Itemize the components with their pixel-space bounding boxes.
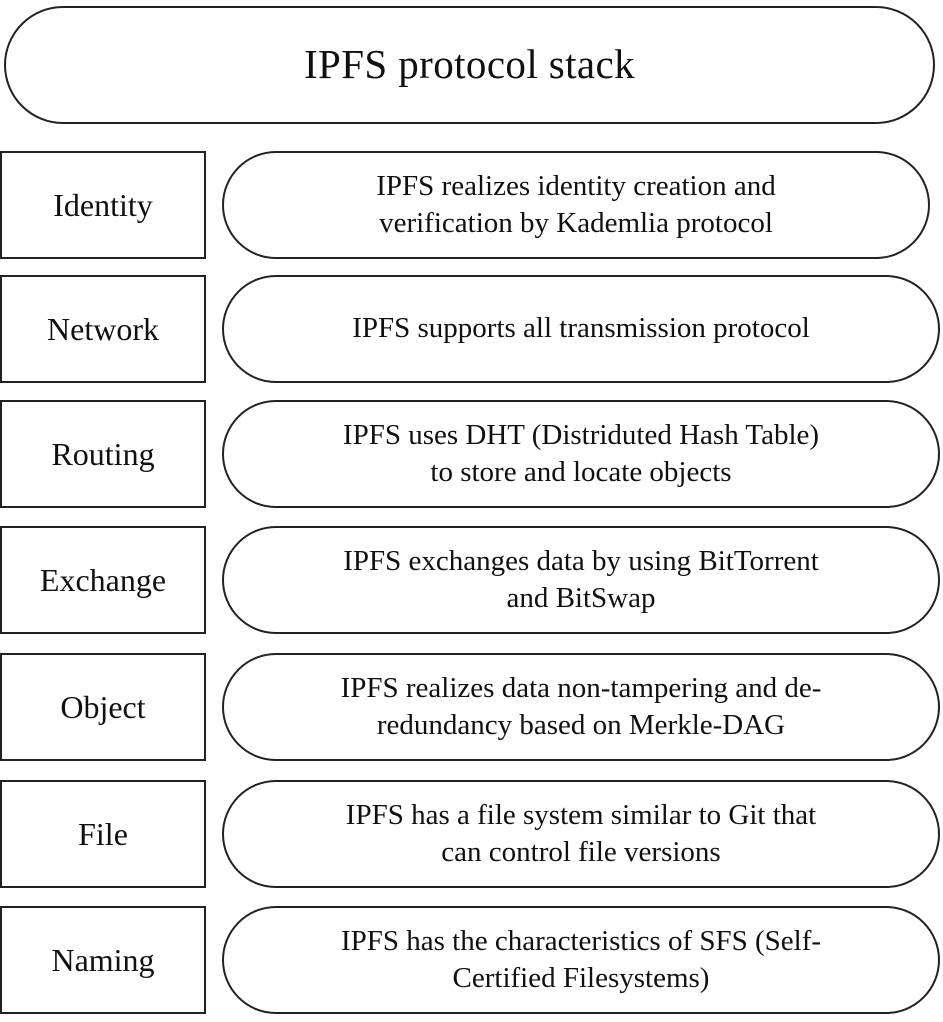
layer-description-box-network[interactable]: IPFS supports all transmission protocol	[222, 275, 940, 383]
layer-name-box-network[interactable]: Network	[0, 275, 206, 383]
layer-description-naming: IPFS has the characteristics of SFS (Sel…	[341, 923, 821, 997]
description-line: IPFS supports all transmission protocol	[352, 312, 810, 345]
layer-name-identity: Identity	[53, 186, 153, 223]
description-line: IPFS exchanges data by using BitTorrent	[343, 544, 819, 577]
layer-row-network: Network IPFS supports all transmission p…	[0, 275, 943, 383]
layer-name-file: File	[78, 815, 128, 852]
description-line: and BitSwap	[506, 582, 656, 614]
layer-row-object: Object IPFS realizes data non-tampering …	[0, 653, 943, 761]
layer-description-box-identity[interactable]: IPFS realizes identity creation and veri…	[222, 151, 930, 259]
layer-name-exchange: Exchange	[39, 561, 167, 598]
layer-name-routing: Routing	[51, 435, 155, 472]
layer-name-box-object[interactable]: Object	[0, 653, 206, 761]
layer-name-box-exchange[interactable]: Exchange	[0, 526, 206, 634]
description-line: to store and locate objects	[430, 456, 732, 488]
layer-row-identity: Identity IPFS realizes identity creation…	[0, 151, 943, 259]
description-line: verification by Kademlia protocol	[379, 207, 773, 239]
layer-name-box-routing[interactable]: Routing	[0, 400, 206, 508]
layer-description-routing: IPFS uses DHT (Distriduted Hash Table) t…	[343, 417, 819, 491]
layer-name-network: Network	[47, 310, 159, 347]
description-line: IPFS has a file system similar to Git th…	[345, 798, 817, 831]
layer-description-box-object[interactable]: IPFS realizes data non-tampering and de-…	[222, 653, 940, 761]
layer-description-box-exchange[interactable]: IPFS exchanges data by using BitTorrent …	[222, 526, 940, 634]
description-line: Certified Filesystems)	[452, 962, 710, 994]
layer-description-box-naming[interactable]: IPFS has the characteristics of SFS (Sel…	[222, 906, 940, 1014]
layer-row-routing: Routing IPFS uses DHT (Distriduted Hash …	[0, 400, 943, 508]
layer-row-file: File IPFS has a file system similar to G…	[0, 780, 943, 888]
layer-row-exchange: Exchange IPFS exchanges data by using Bi…	[0, 526, 943, 634]
description-line: redundancy based on Merkle-DAG	[376, 709, 786, 741]
layer-description-box-file[interactable]: IPFS has a file system similar to Git th…	[222, 780, 940, 888]
layer-description-box-routing[interactable]: IPFS uses DHT (Distriduted Hash Table) t…	[222, 400, 940, 508]
layer-name-object: Object	[60, 688, 146, 725]
description-line: IPFS has the characteristics of SFS (Sel…	[340, 924, 822, 957]
description-line: can control file versions	[441, 836, 721, 868]
description-line: IPFS uses DHT (Distriduted Hash Table)	[342, 418, 820, 451]
description-line: IPFS realizes data non-tampering and de-	[340, 671, 822, 704]
layer-name-box-file[interactable]: File	[0, 780, 206, 888]
layer-name-box-identity[interactable]: Identity	[0, 151, 206, 259]
layer-description-network: IPFS supports all transmission protocol	[352, 310, 810, 347]
layer-row-naming: Naming IPFS has the characteristics of S…	[0, 906, 943, 1014]
diagram-title-box: IPFS protocol stack	[4, 6, 935, 124]
layer-description-identity: IPFS realizes identity creation and veri…	[376, 168, 775, 242]
diagram-title: IPFS protocol stack	[303, 41, 636, 88]
layer-description-exchange: IPFS exchanges data by using BitTorrent …	[343, 543, 819, 617]
layer-name-box-naming[interactable]: Naming	[0, 906, 206, 1014]
layer-description-file: IPFS has a file system similar to Git th…	[346, 797, 816, 871]
description-line: IPFS realizes identity creation and	[376, 169, 776, 202]
layer-name-naming: Naming	[51, 941, 155, 978]
layer-description-object: IPFS realizes data non-tampering and de-…	[341, 670, 822, 744]
